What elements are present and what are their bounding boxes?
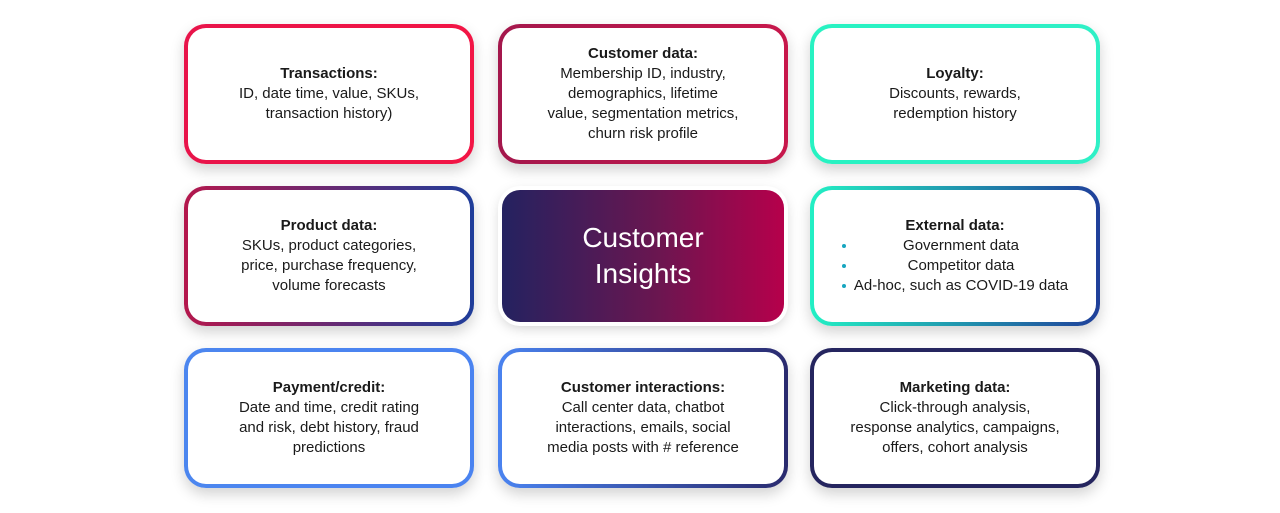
card-body: ID, date time, value, SKUs, transaction …	[238, 85, 420, 122]
loyalty-card: Loyalty: Discounts, rewards, redemption …	[810, 24, 1100, 164]
card-title: External data:	[905, 217, 1005, 234]
customer-insights-hub: Customer Insights	[502, 190, 784, 322]
card-title: Payment/credit:	[272, 379, 386, 396]
card-body: Discounts, rewards, redemption history	[889, 85, 1021, 122]
payment-credit-card: Payment/credit: Date and time, credit ra…	[184, 348, 474, 488]
marketing-data-card: Marketing data: Click-through analysis, …	[810, 348, 1100, 488]
card-title: Product data:	[280, 217, 378, 234]
card-title: Customer data:	[587, 45, 699, 62]
card-title: Marketing data:	[899, 379, 1011, 396]
card-body: SKUs, product categories, price, purchas…	[241, 237, 417, 294]
external-data-list: Government data Competitor data Ad-hoc, …	[841, 236, 1068, 296]
external-data-card: External data: Government data Competito…	[810, 186, 1100, 326]
transactions-card: Transactions: ID, date time, value, SKUs…	[184, 24, 474, 164]
card-title: Customer interactions:	[560, 379, 726, 396]
list-item: Competitor data	[841, 256, 1068, 276]
card-body: Membership ID, industry, demographics, l…	[547, 65, 739, 142]
list-item: Government data	[841, 236, 1068, 256]
card-title: Loyalty:	[926, 65, 984, 82]
customer-data-card: Customer data: Membership ID, industry, …	[498, 24, 788, 164]
card-body: Date and time, credit rating and risk, d…	[238, 399, 420, 456]
card-body: Call center data, chatbot interactions, …	[547, 399, 739, 456]
product-data-card: Product data: SKUs, product categories, …	[184, 186, 474, 326]
customer-interactions-card: Customer interactions: Call center data,…	[498, 348, 788, 488]
card-body: Click-through analysis, response analyti…	[850, 399, 1060, 456]
list-item: Ad-hoc, such as COVID-19 data	[841, 276, 1068, 296]
card-title: Transactions:	[280, 65, 378, 82]
